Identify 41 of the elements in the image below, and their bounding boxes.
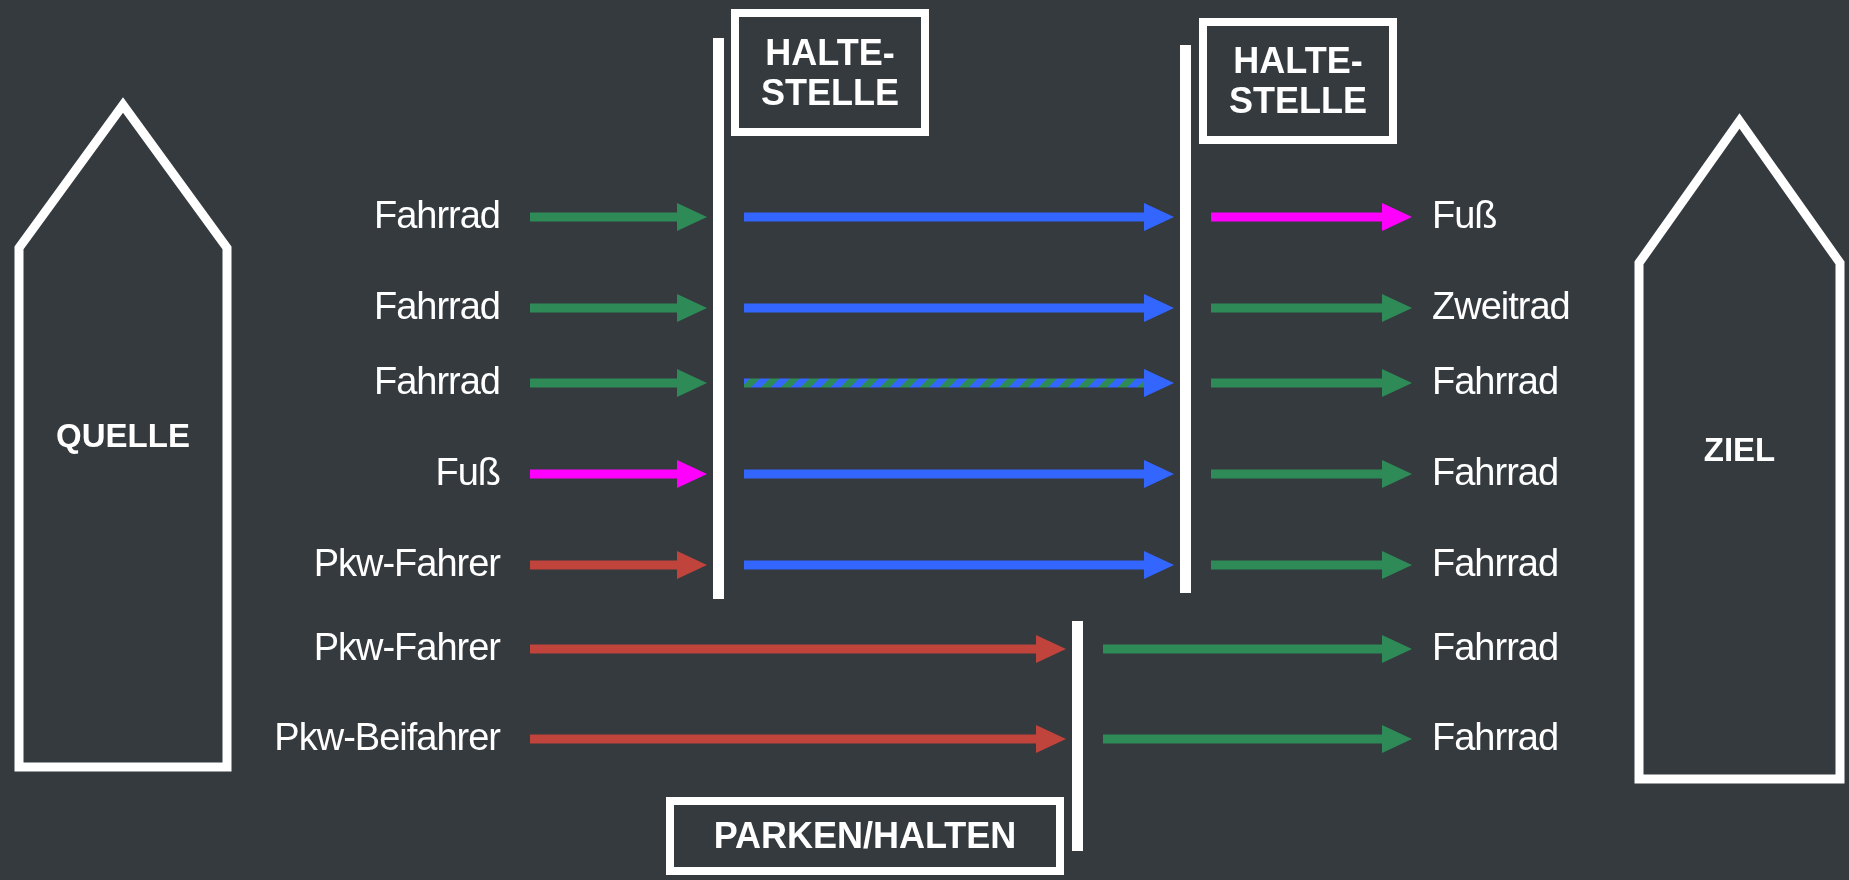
arrow xyxy=(744,294,1174,322)
house-label: QUELLE xyxy=(56,417,190,455)
sign-box: HALTE- STELLE xyxy=(1199,18,1397,144)
arrow xyxy=(530,725,1066,753)
arrow xyxy=(1103,635,1412,663)
house-label: ZIEL xyxy=(1703,431,1776,469)
mode-label: Fuß xyxy=(1410,193,1670,237)
arrow xyxy=(1211,369,1412,397)
arrow xyxy=(744,369,1174,397)
arrow xyxy=(744,203,1174,231)
mode-label: Fahrrad xyxy=(200,359,530,403)
mode-label: Fahrrad xyxy=(1410,541,1670,585)
arrow xyxy=(744,551,1174,579)
arrow xyxy=(530,203,707,231)
mode-label: Fahrrad xyxy=(1410,625,1670,669)
mode-label: Fahrrad xyxy=(1410,450,1670,494)
arrow xyxy=(1211,203,1412,231)
mode-label: Fuß xyxy=(200,450,530,494)
stop-bar xyxy=(1072,621,1083,851)
mode-label: Fahrrad xyxy=(1410,359,1670,403)
arrow xyxy=(744,460,1174,488)
arrow xyxy=(1211,551,1412,579)
arrow xyxy=(530,551,707,579)
mode-label: Fahrrad xyxy=(200,193,530,237)
mode-label: Fahrrad xyxy=(1410,715,1670,759)
mode-label: Zweitrad xyxy=(1410,284,1670,328)
sign-box: HALTE- STELLE xyxy=(731,9,929,136)
mode-label: Fahrrad xyxy=(200,284,530,328)
sign-box: PARKEN/HALTEN xyxy=(666,797,1064,875)
arrow xyxy=(1103,725,1412,753)
mode-label: Pkw-Beifahrer xyxy=(200,715,530,759)
stop-bar xyxy=(713,38,724,599)
mode-label: Pkw-Fahrer xyxy=(200,625,530,669)
arrow xyxy=(1211,294,1412,322)
arrow xyxy=(530,369,707,397)
arrow xyxy=(1211,460,1412,488)
arrow xyxy=(530,460,707,488)
stop-bar xyxy=(1180,45,1191,593)
arrow xyxy=(530,294,707,322)
arrow xyxy=(530,635,1066,663)
mode-label: Pkw-Fahrer xyxy=(200,541,530,585)
